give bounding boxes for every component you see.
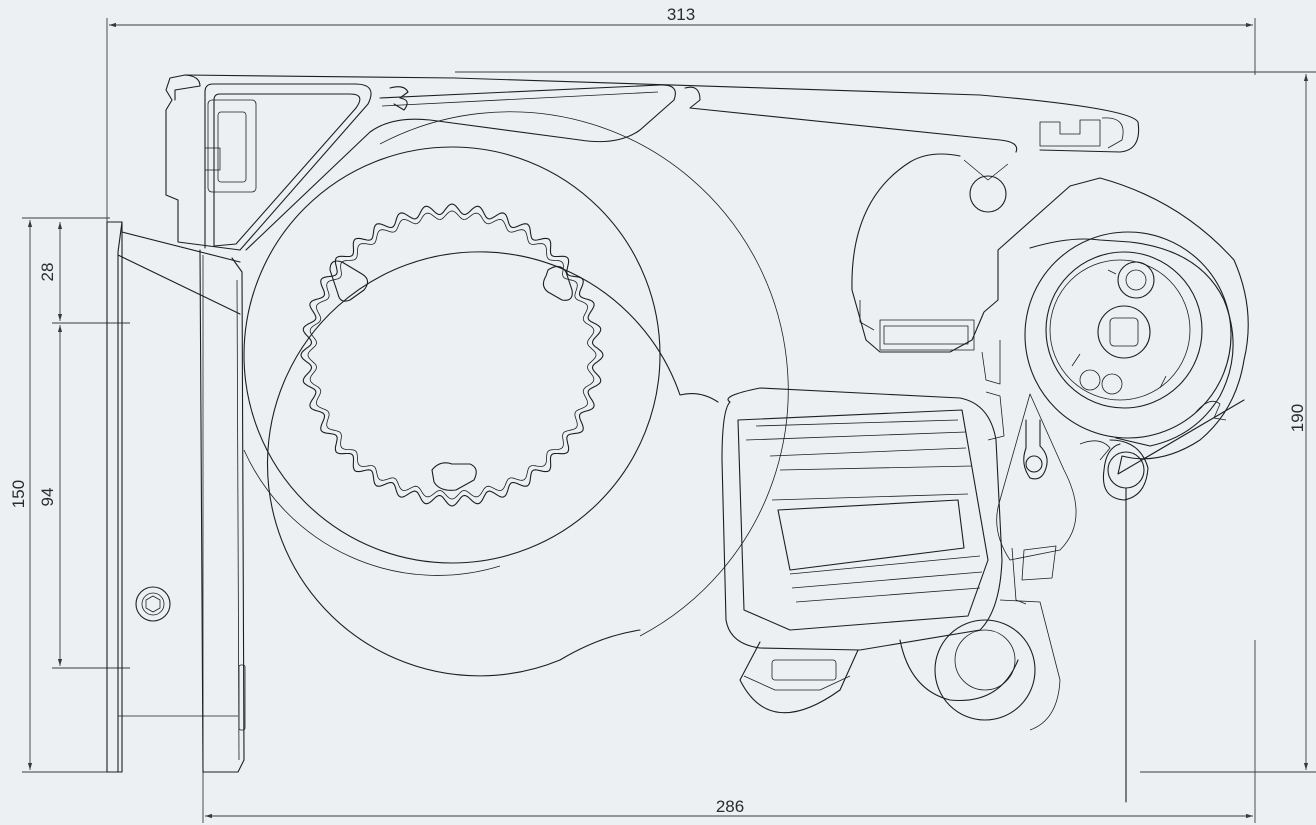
roller-tube bbox=[300, 203, 604, 507]
dimension-label-left-upper: 28 bbox=[38, 263, 57, 282]
dimension-left-upper: 28 bbox=[38, 222, 130, 324]
dimension-label-left-total: 150 bbox=[9, 480, 28, 508]
arm-assembly bbox=[721, 387, 1077, 731]
fabric-roll bbox=[243, 111, 789, 677]
dimension-label-right-height: 190 bbox=[1288, 404, 1307, 432]
drive-profile bbox=[851, 153, 1249, 803]
dimension-left-total: 150 bbox=[9, 217, 110, 773]
dimension-label-top-width: 313 bbox=[667, 5, 695, 24]
dimension-top: 313 bbox=[106, 5, 1256, 225]
dimension-left-lower: 94 bbox=[38, 325, 130, 669]
dimension-right: 190 bbox=[455, 71, 1316, 773]
dimension-label-bottom-width: 286 bbox=[716, 797, 744, 816]
hex-bolt-icon bbox=[135, 586, 171, 622]
dimension-bottom: 286 bbox=[202, 255, 1256, 823]
cassette-housing bbox=[165, 74, 1140, 773]
dimension-label-left-lower: 94 bbox=[38, 488, 57, 507]
wall-bracket bbox=[106, 221, 241, 773]
